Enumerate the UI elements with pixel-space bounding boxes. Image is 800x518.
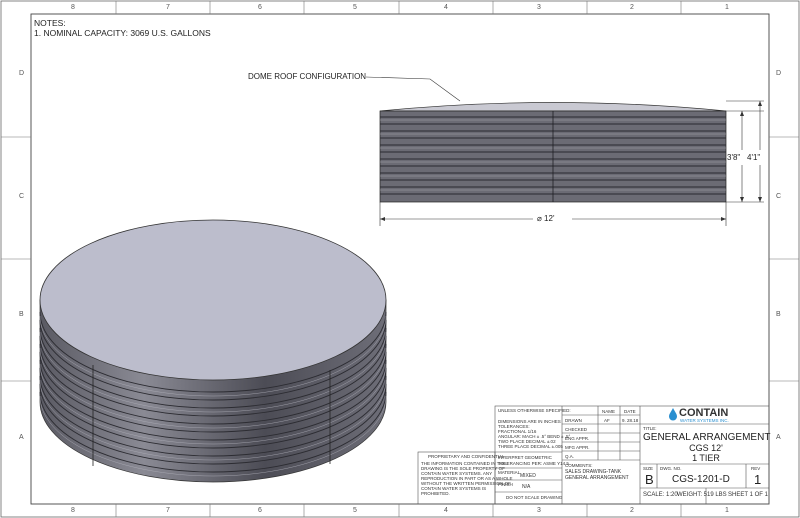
- zone-top-5: 5: [353, 4, 357, 11]
- tb-unless: UNLESS OTHERWISE SPECIFIED:: [498, 408, 571, 413]
- overall-height-dim: 4'1": [747, 153, 761, 162]
- tb-angular: ANGULAR: MACH ± .5° BEND ± .5°: [498, 434, 571, 439]
- zone-bottom-8: 8: [71, 507, 75, 514]
- zone-left-c: C: [19, 193, 25, 200]
- tb-rev: 1: [754, 472, 762, 487]
- drawing-title-2: CGS 12': [689, 443, 723, 453]
- tb-material: MIXED: [520, 473, 536, 479]
- zone-bottom-2: 2: [630, 507, 634, 514]
- tb-tolerancing: TOLERANCING PER: ASME Y14.5: [498, 461, 569, 466]
- tb-dims: DIMENSIONS ARE IN INCHES: [498, 419, 561, 424]
- tank-ribs: [39, 311, 387, 473]
- tb-tolerances: TOLERANCES:: [498, 424, 530, 429]
- tb-three-place: THREE PLACE DECIMAL ±.005: [498, 444, 563, 449]
- tb-comments-2: GENERAL ARRANGEMENT: [565, 475, 629, 481]
- tb-dwg-no: CGS-1201-D: [672, 474, 730, 485]
- zone-left-b: B: [19, 311, 24, 318]
- tb-weight: WEIGHT: 519 LBS: [677, 492, 727, 498]
- tb-eng-appr: ENG APPR.: [565, 436, 590, 441]
- tb-prop-title: PROPRIETARY AND CONFIDENTIAL: [428, 454, 505, 459]
- tb-qa: Q.A.: [565, 454, 575, 459]
- tb-size: B: [645, 472, 654, 487]
- zone-top-4: 4: [444, 4, 448, 11]
- tb-prop-line: DRAWING IS THE SOLE PROPERTY OF: [421, 466, 505, 471]
- water-drop-icon: [669, 408, 677, 421]
- tb-mfg-appr: MFG APPR.: [565, 445, 590, 450]
- zone-bottom-3: 3: [537, 507, 541, 514]
- zone-top-3: 3: [537, 4, 541, 11]
- tb-prop-line: REPRODUCTION IN PART OR AS A WHOLE: [421, 476, 513, 481]
- zone-top-2: 2: [630, 4, 634, 11]
- tb-drawn-name: AF: [604, 418, 610, 423]
- diameter-dim: ⌀ 12': [537, 214, 555, 223]
- tb-prop-line: CONTAIN WATER SYSTEMS. ANY: [421, 471, 493, 476]
- tb-finish: N/A: [522, 484, 531, 490]
- tb-date-head: DATE: [624, 409, 636, 414]
- zone-right-c: C: [776, 193, 782, 200]
- tb-interpret: INTERPRET GEOMETRIC: [498, 455, 552, 460]
- tb-comments-label: COMMENTS:: [565, 463, 593, 468]
- zone-bottom-5: 5: [353, 507, 357, 514]
- tb-drawn: DRAWN: [565, 418, 582, 423]
- zone-top-6: 6: [258, 4, 262, 11]
- note-item: 1. NOMINAL CAPACITY: 3069 U.S. GALLONS: [34, 28, 211, 38]
- zone-top-1: 1: [725, 4, 729, 11]
- shell-height-dim: 3'8": [727, 153, 741, 162]
- zone-top-7: 7: [166, 4, 170, 11]
- zone-right-b: B: [776, 311, 781, 318]
- tb-material-label: MATERIAL: [498, 470, 521, 475]
- tb-prop-line: CONTAIN WATER SYSTEMS IS: [421, 486, 487, 491]
- tb-title-label: TITLE:: [643, 426, 657, 431]
- tb-sheet: SHEET 1 OF 1: [728, 492, 768, 498]
- tb-frac: FRACTIONAL 1/16: [498, 429, 537, 434]
- tb-scale: SCALE: 1:20: [643, 492, 678, 498]
- tb-dwg-label: DWG. NO.: [660, 466, 682, 471]
- tb-checked: CHECKED: [565, 427, 588, 432]
- tank-top-face: [39, 219, 387, 381]
- drawing-title-1: GENERAL ARRANGEMENT: [643, 432, 771, 443]
- zone-bottom-7: 7: [166, 507, 170, 514]
- tb-two-place: TWO PLACE DECIMAL ±.02: [498, 439, 556, 444]
- tb-prop-line: PROHIBITED.: [421, 491, 450, 496]
- dome-leader: [365, 76, 461, 102]
- tb-finish-label: FINISH: [498, 482, 513, 487]
- tb-do-not-scale: DO NOT SCALE DRAWING: [506, 495, 563, 500]
- zone-left-a: A: [19, 434, 24, 441]
- zone-right-a: A: [776, 434, 781, 441]
- zone-bottom-4: 4: [444, 507, 448, 514]
- zone-right-d: D: [776, 70, 782, 77]
- tb-name-head: NAME: [602, 409, 616, 414]
- tb-prop-line: WITHOUT THE WRITTEN PERMISSION OF: [421, 481, 511, 486]
- dome-callout: DOME ROOF CONFIGURATION: [248, 72, 367, 81]
- logo-sub: WATER SYSTEMS INC.: [680, 418, 729, 423]
- tb-rev-label: REV: [751, 466, 761, 471]
- tb-prop-line: THE INFORMATION CONTAINED IN THIS: [421, 461, 508, 466]
- drawing-title-3: 1 TIER: [692, 453, 720, 463]
- zone-bottom-1: 1: [725, 507, 729, 514]
- dome-roof: [379, 102, 727, 112]
- notes-block: NOTES: 1. NOMINAL CAPACITY: 3069 U.S. GA…: [34, 18, 211, 38]
- tb-comments-1: SALES DRAWING-TANK: [565, 469, 622, 475]
- zone-bottom-6: 6: [258, 507, 262, 514]
- tb-size-label: SIZE: [643, 466, 654, 471]
- logo-main: CONTAIN: [679, 407, 729, 419]
- zone-left-d: D: [19, 70, 25, 77]
- notes-heading: NOTES:: [34, 18, 66, 28]
- zone-top-8: 8: [71, 4, 75, 11]
- tb-drawn-date: 9. 28.18: [622, 418, 639, 423]
